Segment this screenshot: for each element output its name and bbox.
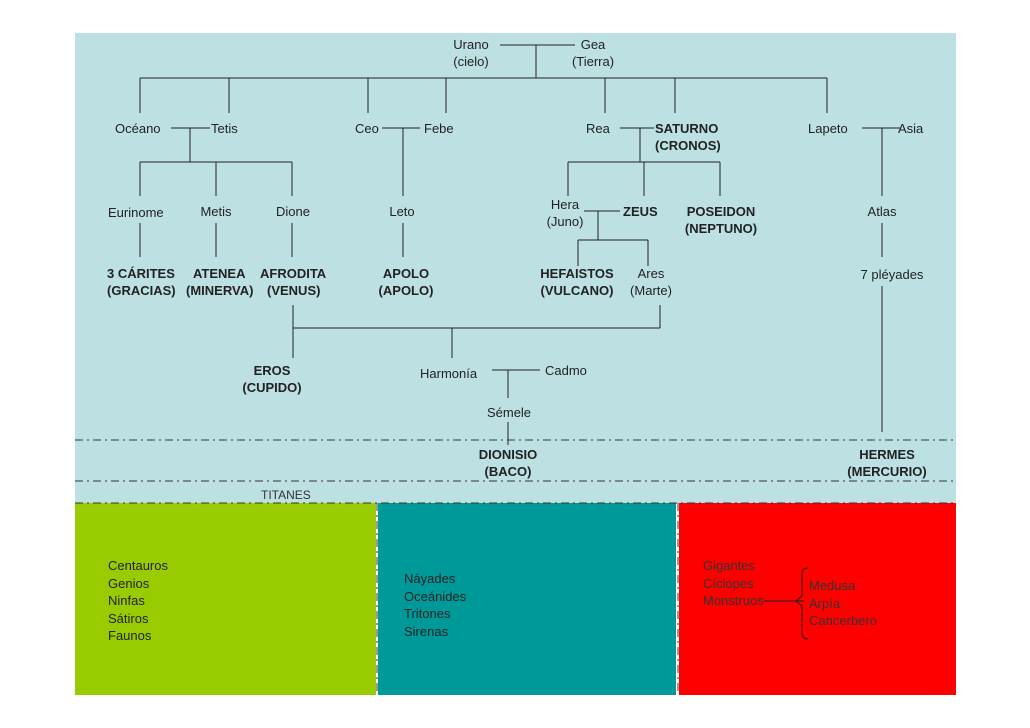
node-cadmo: Cadmo: [545, 363, 587, 378]
panel-monsters: [679, 503, 956, 695]
node-pleyades: 7 pléyades: [860, 267, 924, 282]
node-lapeto: Lapeto: [808, 121, 848, 136]
node-dionisio: DIONISIO(BACO): [478, 447, 538, 479]
list-panel-3-sub: Medusa Arpía Cancerbero: [809, 578, 877, 628]
node-eros: EROS(CUPIDO): [242, 363, 302, 395]
node-hera: Hera(Juno): [546, 197, 584, 229]
family-tree-panel: [75, 33, 956, 503]
node-zeus: ZEUS: [623, 204, 658, 219]
node-apolo: APOLO(APOLO): [378, 266, 434, 298]
titanes-label: TITANES: [261, 488, 311, 502]
node-gea: Gea(Tierra): [571, 37, 615, 69]
node-saturno: SATURNO(CRONOS): [655, 121, 721, 153]
node-atlas: Atlas: [867, 204, 897, 219]
list-panel-1: Centauros Genios Ninfas Sátiros Faunos: [108, 558, 168, 643]
node-ceo: Ceo: [355, 121, 379, 136]
node-oceano: Océano: [115, 121, 161, 136]
node-rea: Rea: [586, 121, 610, 136]
node-semele: Sémele: [486, 405, 532, 420]
node-poseidon: POSEIDON(NEPTUNO): [684, 204, 758, 236]
list-panel-3: Gigantes Cíclopes Monstruos: [703, 558, 764, 608]
node-eurinome: Eurinome: [108, 205, 164, 220]
node-ares: Ares(Marte): [630, 266, 672, 298]
node-urano: Urano(cielo): [453, 37, 489, 69]
list-panel-2: Náyades Oceánides Tritones Sirenas: [404, 571, 467, 639]
node-afrodita: AFRODITA(VENUS): [260, 266, 327, 298]
node-dione: Dione: [276, 204, 310, 219]
node-harmonia: Harmonía: [420, 366, 478, 381]
node-atenea: ATENEA(MINERVA): [186, 266, 254, 298]
panel-minor-deities: [75, 503, 376, 695]
node-asia: Asia: [898, 121, 924, 136]
node-hefaistos: HEFAISTOS(VULCANO): [540, 266, 614, 298]
node-tetis: Tetis: [211, 121, 238, 136]
node-leto: Leto: [389, 204, 415, 219]
panel-water-nymphs: [378, 503, 676, 695]
node-carites: 3 CÁRITES(GRACIAS): [107, 266, 176, 298]
node-febe: Febe: [424, 121, 454, 136]
node-metis: Metis: [200, 204, 232, 219]
node-hermes: HERMES(MERCURIO): [847, 447, 927, 479]
